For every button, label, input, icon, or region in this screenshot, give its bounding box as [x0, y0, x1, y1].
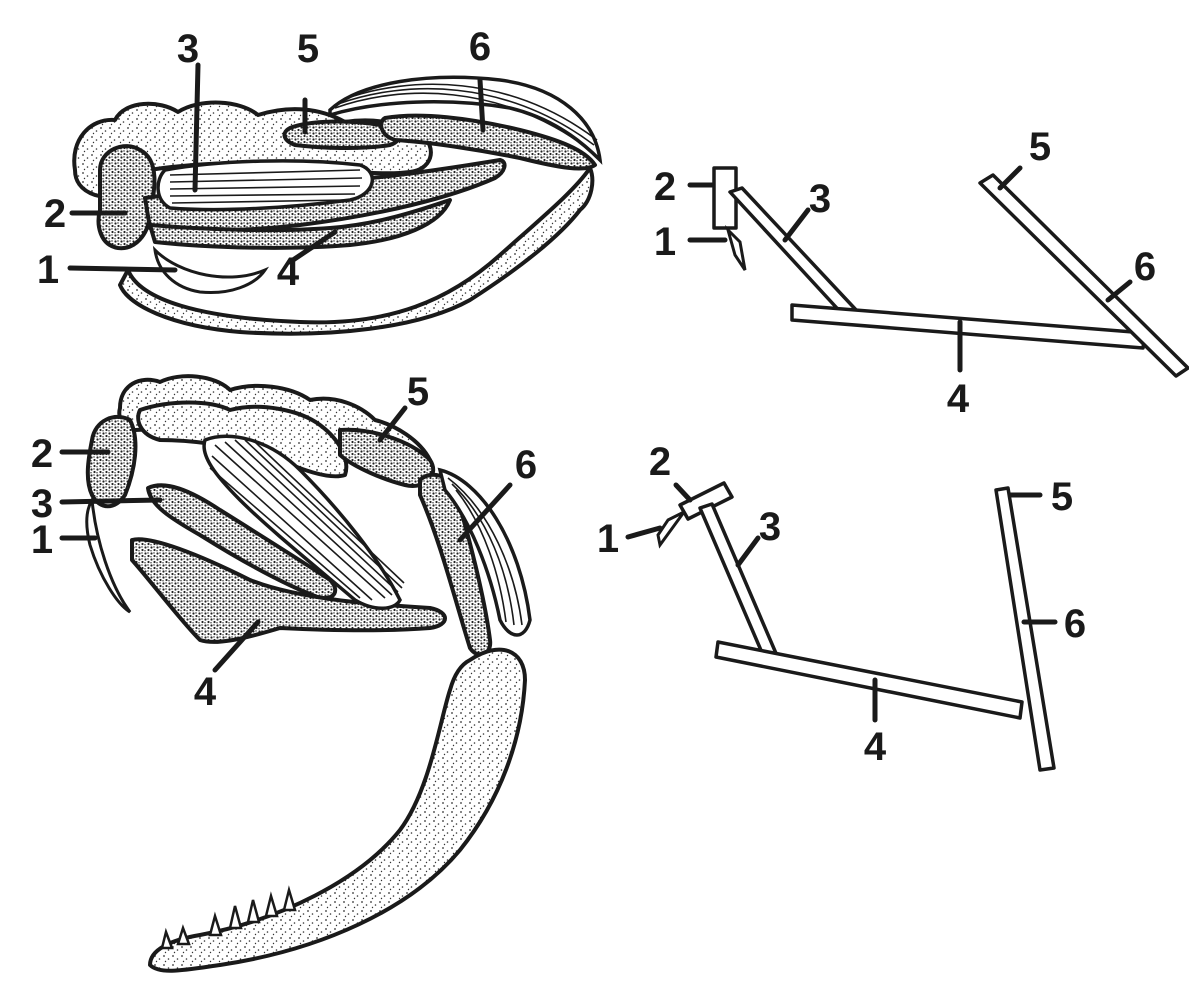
schematic-rod-6 — [980, 175, 1188, 376]
schematic-fang-closed — [728, 230, 745, 270]
closed-schematic-label-1: 1 — [654, 220, 676, 264]
closed-skull-label-4: 4 — [277, 250, 300, 294]
closed-schematic-label-5: 5 — [1029, 125, 1051, 169]
schematic-rod-4 — [792, 305, 1145, 348]
closed-skull-label-5: 5 — [297, 27, 319, 71]
schematic-block-2 — [714, 168, 736, 228]
open-schematic-label-6: 6 — [1064, 602, 1086, 646]
fang-open — [87, 500, 130, 612]
open-schematic-label-1: 1 — [597, 517, 619, 561]
snout-open — [88, 417, 136, 506]
open-skull-label-1: 1 — [31, 518, 53, 562]
closed-skull-label-1: 1 — [37, 248, 59, 292]
closed-schematic-drawing: 2 1 3 5 6 4 — [654, 125, 1188, 421]
closed-schematic-label-2: 2 — [654, 165, 676, 209]
closed-schematic-label-4: 4 — [947, 377, 970, 421]
closed-schematic-label-3: 3 — [809, 177, 831, 221]
open-skull-label-6: 6 — [515, 443, 537, 487]
closed-skull-label-6: 6 — [469, 25, 491, 69]
open-schematic-label-5: 5 — [1051, 475, 1073, 519]
schematic-rod-6-open — [996, 488, 1054, 770]
open-skull-drawing: 2 3 1 5 6 4 — [31, 370, 537, 971]
open-schematic-label-4: 4 — [864, 725, 887, 769]
postorbital-open — [340, 430, 433, 486]
schematic-rod-4-open — [716, 642, 1022, 718]
closed-schematic-label-6: 6 — [1134, 245, 1156, 289]
open-skull-label-4: 4 — [194, 670, 217, 714]
open-schematic-drawing: 2 1 3 5 6 4 — [597, 440, 1086, 770]
closed-skull-drawing: 3 5 6 2 1 4 — [37, 25, 600, 334]
open-skull-label-2: 2 — [31, 432, 53, 476]
open-skull-label-5: 5 — [407, 370, 429, 414]
closed-skull-label-3: 3 — [177, 27, 199, 71]
open-schematic-label-2: 2 — [649, 440, 671, 484]
schematic-rod-3 — [730, 188, 858, 318]
open-schematic-label-3: 3 — [759, 505, 781, 549]
closed-skull-label-2: 2 — [44, 192, 66, 236]
